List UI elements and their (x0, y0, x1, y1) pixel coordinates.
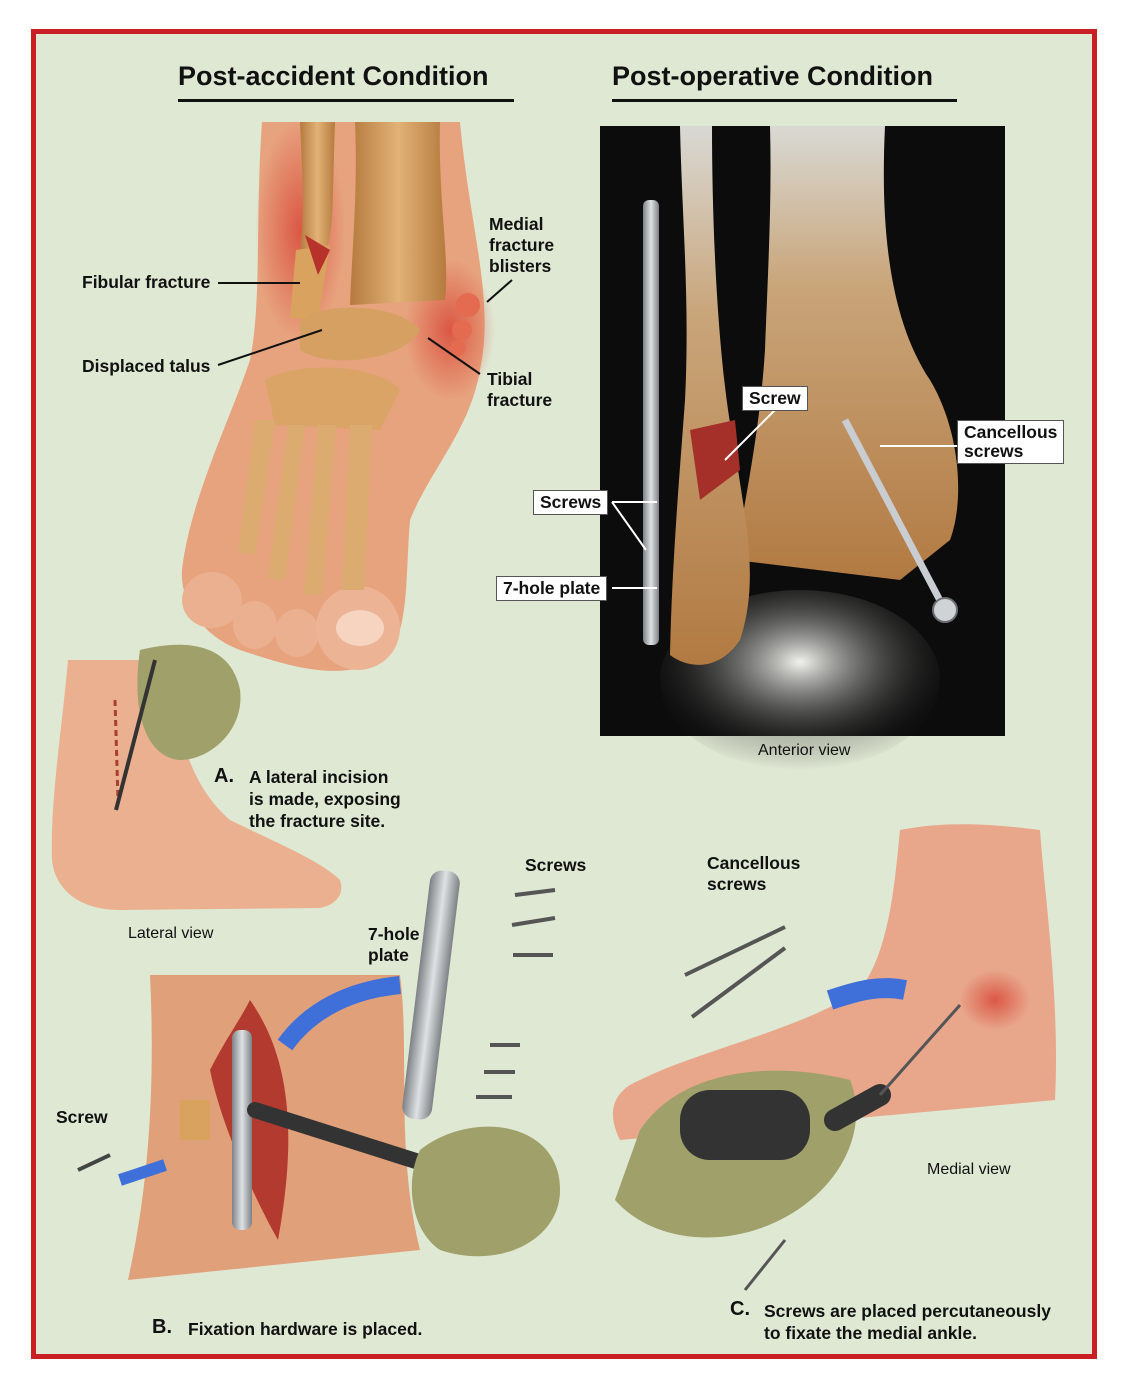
step-a-line-1: A lateral incision (249, 767, 389, 787)
label-medial-line-1: Medial (489, 214, 544, 234)
caption-medial-view: Medial view (927, 1161, 1011, 1178)
percutaneous-illustration (612, 824, 1057, 1291)
label-step-b-plate-line-1: 7-hole (368, 924, 420, 944)
label-step-b-screws: Screws (525, 855, 587, 875)
label-screw-box: Screw (742, 386, 808, 411)
step-c-text: Screws are placed percutaneously to fixa… (764, 1300, 1051, 1344)
xray-illustration (600, 126, 1005, 770)
lateral-view-illustration (51, 644, 342, 910)
label-cancellous-line-2: screws (964, 441, 1024, 461)
label-step-c-line-1: Cancellous (707, 853, 801, 873)
fixation-illustration (77, 870, 560, 1280)
post-accident-foot-illustration (181, 120, 513, 671)
label-medial-line-3: blisters (489, 256, 552, 276)
step-b-text: Fixation hardware is placed. (188, 1319, 423, 1339)
label-screws-box: Screws (533, 490, 609, 515)
caption-anterior-view: Anterior view (758, 742, 851, 759)
label-step-b-screw: Screw (56, 1107, 108, 1127)
step-c-letter: C. (730, 1298, 750, 1320)
label-cancellous-screws-box: Cancellous screws (957, 420, 1065, 464)
heading-post-accident-underline (178, 99, 514, 102)
heading-post-operative-underline (612, 99, 957, 102)
label-tibial-line-2: fracture (487, 390, 553, 410)
label-medial-line-2: fracture (489, 235, 555, 255)
label-medial-fracture-blisters: Medial fracture blisters (489, 214, 554, 277)
label-cancellous-line-1: Cancellous (964, 422, 1058, 442)
step-c-line-1: Screws are placed percutaneously (764, 1301, 1051, 1321)
label-step-b-plate-line-2: plate (368, 945, 409, 965)
step-b-letter: B. (152, 1316, 172, 1338)
label-step-c-line-2: screws (707, 874, 767, 894)
label-fibular-fracture: Fibular fracture (82, 272, 211, 292)
label-displaced-talus: Displaced talus (82, 356, 211, 376)
label-tibial-fracture: Tibial fracture (487, 369, 552, 411)
label-step-b-plate: 7-hole plate (368, 924, 420, 966)
step-a-line-3: the fracture site. (249, 811, 386, 831)
heading-post-accident: Post-accident Condition (178, 61, 489, 91)
label-plate-box: 7-hole plate (496, 576, 608, 601)
step-a-text: A lateral incision is made, exposing the… (249, 766, 401, 832)
label-tibial-line-1: Tibial (487, 369, 533, 389)
heading-post-operative: Post-operative Condition (612, 61, 934, 91)
label-step-c-cancellous: Cancellous screws (707, 853, 800, 895)
step-c-line-2: to fixate the medial ankle. (764, 1323, 977, 1343)
step-a-line-2: is made, exposing (249, 789, 401, 809)
caption-lateral-view: Lateral view (128, 925, 214, 942)
step-a-letter: A. (214, 765, 234, 787)
